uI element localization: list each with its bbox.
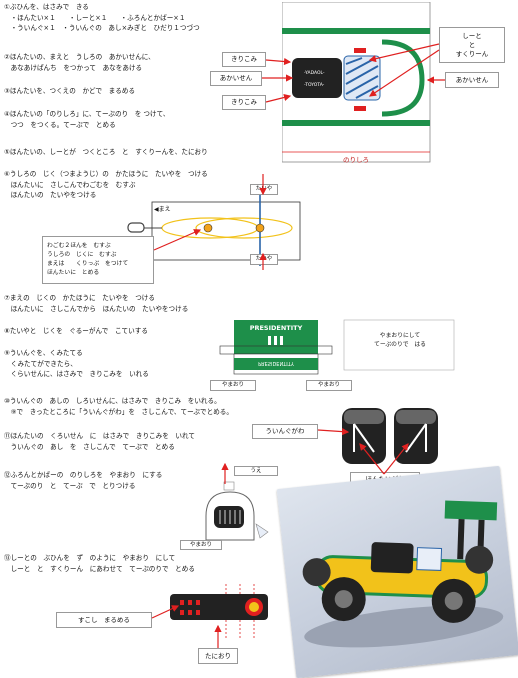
presidentity-text: PRESIDENTITY	[249, 324, 303, 332]
norishiro-label: のりしろ	[343, 156, 369, 164]
label-yamaori-3: やまおり	[180, 540, 222, 550]
car-photo-svg	[302, 500, 504, 648]
step-11: ⑪ほんたいの くろいせん に はさみで きりこみを いれて ういんぐの あし を…	[4, 431, 195, 452]
label-wing-side: ういんぐがわ	[252, 424, 318, 439]
label-kirikomi-top: きりこみ	[222, 52, 266, 67]
step-line: ⑩ういんぐの あしの しろいせんに、はさみで きりこみ をいれる。	[4, 397, 221, 405]
step-line: つつ をつくる。てーぷで とめる	[4, 120, 116, 129]
step-3: ③ほんたいを、つくえの かどで まるめる	[4, 86, 135, 97]
step-line: あなあけぱんち をつかって あなをあける	[4, 63, 143, 72]
finished-car-photo	[276, 465, 518, 678]
wing-diagram-svg	[219, 319, 455, 375]
car-text-2: -TOYOTA-	[304, 82, 325, 88]
step-line: ⑦まえの じくの かたほうに たいやを つける	[4, 294, 155, 302]
body-diagram: -YADAOL- -TOYOTA- のりしろ	[281, 1, 432, 168]
step-line: くらいせんに、はさみで きりこみを いれる	[4, 370, 149, 378]
label-akaisen-right: あかいせん	[445, 72, 499, 88]
step-13: ⑬しーとの ぶひんを ず のように やまおり にして しーと と すくりーん に…	[4, 553, 195, 574]
label-kirikomi-bottom: きりこみ	[222, 95, 266, 110]
step-line: ・ういんぐ×１ ・ういんぐの あし×みぎと ひだり１つづつ	[4, 24, 200, 32]
step-line: ・ほんたい×１ ・しーと×１ ・ふろんとかばー×１	[4, 13, 186, 22]
step-4: ④ほんたいの「のりしろ」に、てーぷのり を つけて、 つつ をつくる。てーぷで …	[4, 109, 169, 130]
step-line: ⑫ふろんとかばーの のりしろを やまおり にする	[4, 471, 163, 479]
step-line: ③ほんたいを、つくえの かどで まるめる	[4, 87, 136, 95]
wing-diagram: PRESIDENTITY PRESIDENTITY やまおりにして てーぷのりで…	[214, 318, 504, 396]
step-1: ①ぶひんを、はさみで きる ・ほんたい×１ ・しーと×１ ・ふろんとかばー×１ …	[4, 2, 200, 34]
step-line: ⑨で きったところに「ういんぐがわ」を さしこんで、てーぷでとめる。	[4, 407, 233, 416]
label-akaisen-left: あかいせん	[210, 71, 262, 86]
seat-svg	[170, 584, 268, 640]
body-diagram-svg: -YADAOL- -TOYOTA-	[281, 1, 431, 163]
step-line: ②ほんたいの、まえと うしろの あかいせんに、	[4, 53, 155, 61]
label-taniori: たにおり	[198, 648, 238, 664]
step-line: ほんたいに さしこんでから ほんたいの たいやをつける	[4, 304, 189, 313]
car-text-1: -YADAOL-	[304, 70, 325, 76]
step-12: ⑫ふろんとかばーの のりしろを やまおり にする てーぷのり と てーぷ で と…	[4, 470, 162, 491]
front-cover-diagram	[196, 462, 280, 562]
yamaori-note: やまおりにして てーぷのりで はる	[374, 333, 426, 348]
label-ue: うえ	[234, 466, 278, 476]
step-line: ⑧たいやと じくを ぐるーがんで こていする	[4, 327, 148, 335]
step-line: てーぷのり と てーぷ で とりつける	[4, 481, 136, 490]
step-line: ④ほんたいの「のりしろ」に、てーぷのり を つけて、	[4, 110, 170, 118]
step-line: ⑪ほんたいの くろいせん に はさみで きりこみを いれて	[4, 432, 196, 440]
step-line: しーと と すくりーん にあわせて てーぷのりで とめる	[4, 564, 195, 573]
mae-label: ◀まえ	[154, 206, 171, 213]
front-cover-svg	[205, 481, 269, 541]
axle-diagram-svg	[127, 190, 301, 266]
step-line: ほんたいに さしこんでわごむを むすぶ	[4, 180, 136, 189]
step-line: くみたてができたら、	[4, 359, 77, 368]
label-sukoshi-marumeru: すこし まるめる	[56, 612, 152, 628]
step-9: ⑨ういんぐを、くみたてる くみたてができたら、 くらいせんに、はさみで きりこみ…	[4, 348, 149, 380]
step-2: ②ほんたいの、まえと うしろの あかいせんに、 あなあけぱんち をつかって あな…	[4, 52, 155, 73]
step-5: ⑤ほんたいの、しーとが つくところ と すくりーんを、たにおり	[4, 147, 208, 158]
step-line: ういんぐの あし を さしこんで てーぷで とめる	[4, 442, 175, 451]
seat-diagram	[162, 584, 282, 640]
step-line: ⑤ほんたいの、しーとが つくところ と すくりーんを、たにおり	[4, 148, 208, 156]
step-10: ⑩ういんぐの あしの しろいせんに、はさみで きりこみ をいれる。 ⑨で きった…	[4, 396, 233, 417]
step-line: ほんたいの たいやをつける	[4, 191, 97, 199]
label-seat-screen: しーと と すくりーん	[439, 27, 505, 63]
step-8: ⑧たいやと じくを ぐるーがんで こていする	[4, 326, 148, 337]
axle-diagram: ◀まえ	[118, 180, 318, 290]
step-7: ⑦まえの じくの かたほうに たいやを つける ほんたいに さしこんでから ほん…	[4, 293, 188, 314]
step-line: ⑨ういんぐを、くみたてる	[4, 349, 83, 357]
step-line: ⑬しーとの ぶひんを ず のように やまおり にして	[4, 554, 176, 562]
step-6: ⑥うしろの じく（つまようじ）の かたほうに たいやを つける ほんたいに さし…	[4, 169, 208, 201]
step-line: ⑥うしろの じく（つまようじ）の かたほうに たいやを つける	[4, 170, 208, 178]
label-yamaori-2: やまおり	[306, 380, 352, 391]
wagomu-note: わごむ２ほんを むすぶ うしろの じくに むすぶ まえは くりっぷ をつけて ほ…	[42, 236, 154, 284]
label-yamaori-1: やまおり	[210, 380, 256, 391]
step-line: ①ぶひんを、はさみで きる	[4, 3, 89, 11]
